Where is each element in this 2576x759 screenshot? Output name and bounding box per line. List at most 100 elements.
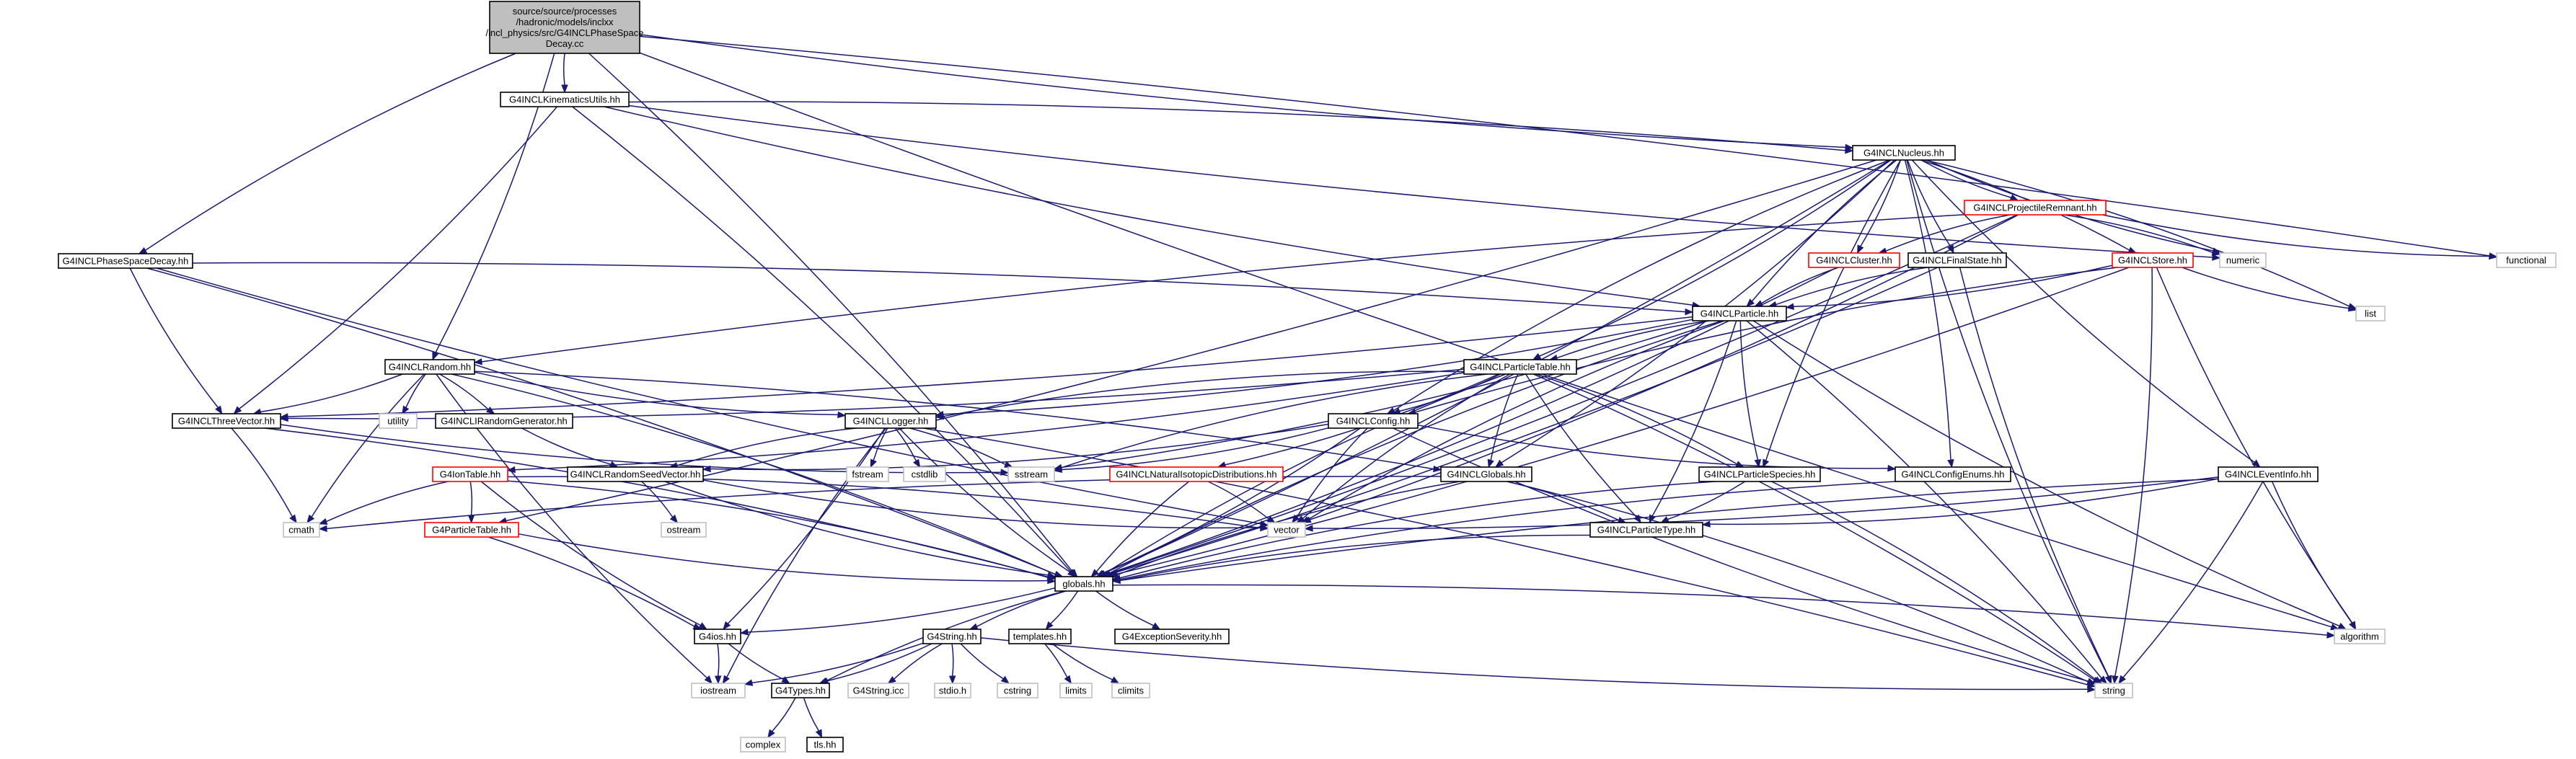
edge-line bbox=[664, 481, 1049, 576]
edge-finalstate-to-string bbox=[1959, 267, 2112, 685]
node-box bbox=[1111, 683, 1150, 698]
node-projrem[interactable]: G4INCLProjectileRemnant.hh bbox=[1964, 200, 2107, 216]
edge-line bbox=[1860, 159, 1902, 247]
node-box bbox=[846, 466, 889, 482]
edge-line bbox=[1793, 265, 2113, 308]
node-kin[interactable]: G4INCLKinematicsUtils.hh bbox=[500, 92, 630, 107]
edge-line bbox=[628, 101, 1846, 151]
node-g4ios[interactable]: G4ios.hh bbox=[694, 629, 741, 644]
node-label: G4String.icc bbox=[853, 685, 904, 696]
arrowhead bbox=[233, 406, 242, 414]
node-iontable[interactable]: G4IonTable.hh bbox=[432, 466, 508, 482]
node-ptype[interactable]: G4INCLParticleType.hh bbox=[1589, 522, 1703, 538]
node-globals-incl[interactable]: G4INCLGlobals.hh bbox=[1440, 466, 1532, 482]
node-label: templates.hh bbox=[1013, 631, 1067, 642]
edge-g4string-to-iostream bbox=[744, 642, 924, 686]
node-label: G4String.hh bbox=[927, 631, 976, 642]
node-label: stdio.h bbox=[939, 685, 966, 696]
node-tls[interactable]: tls.hh bbox=[806, 737, 844, 753]
edge-config-to-sstream bbox=[1053, 427, 1329, 474]
edge-logger-to-sstream bbox=[909, 427, 1013, 468]
edge-eventinfo-to-string bbox=[2118, 481, 2264, 685]
edge-root-to-functional bbox=[639, 35, 2498, 259]
node-ptable[interactable]: G4INCLParticleTable.hh bbox=[1463, 359, 1577, 375]
node-logger[interactable]: G4INCLLogger.hh bbox=[844, 413, 937, 429]
edge-line bbox=[1651, 320, 1737, 517]
edge-line bbox=[976, 590, 1067, 627]
edge-line bbox=[1907, 159, 1951, 247]
node-natiso[interactable]: G4INCLNaturalIsotopicDistributions.hh bbox=[1109, 466, 1284, 482]
node-label: Decay.cc bbox=[546, 38, 584, 49]
edge-line bbox=[1050, 590, 1079, 624]
node-config[interactable]: G4INCLConfig.hh bbox=[1328, 413, 1419, 429]
node-label: G4INCLProjectileRemnant.hh bbox=[1973, 203, 2096, 213]
node-irg[interactable]: G4INCLIRandomGenerator.hh bbox=[435, 413, 573, 429]
node-box bbox=[771, 683, 830, 698]
edge-particle-to-ptype bbox=[1649, 320, 1737, 524]
node-psd[interactable]: G4INCLPhaseSpaceDecay.hh bbox=[58, 253, 193, 269]
arrowhead bbox=[714, 675, 722, 685]
edge-g4string-to-g4stringicc bbox=[887, 643, 943, 684]
edge-line bbox=[2122, 481, 2264, 678]
node-cfgenums[interactable]: G4INCLConfigEnums.hh bbox=[1894, 466, 2011, 482]
edge-line bbox=[1061, 427, 1329, 471]
node-fstream: fstream bbox=[846, 466, 889, 482]
node-cluster[interactable]: G4INCLCluster.hh bbox=[1808, 252, 1900, 268]
arrowhead bbox=[837, 411, 847, 419]
edge-line bbox=[1044, 643, 1068, 678]
node-finalstate[interactable]: G4INCLFinalState.hh bbox=[1907, 252, 2007, 268]
arrowhead bbox=[279, 414, 288, 422]
node-label: functional bbox=[2506, 255, 2546, 266]
node-rsv[interactable]: G4INCLRandomSeedVector.hh bbox=[567, 466, 704, 482]
edge-line bbox=[1061, 373, 1488, 469]
edge-globals-to-g4ios bbox=[739, 587, 1056, 636]
arrowhead bbox=[2112, 675, 2119, 685]
node-pspecies[interactable]: G4INCLParticleSpecies.hh bbox=[1698, 466, 1821, 482]
node-g4string[interactable]: G4String.hh bbox=[922, 629, 982, 644]
node-box bbox=[567, 466, 704, 482]
edge-g4string-to-stdio bbox=[948, 643, 956, 685]
node-templates[interactable]: templates.hh bbox=[1008, 629, 1072, 644]
edge-line bbox=[1536, 373, 1737, 465]
arrowhead bbox=[935, 412, 944, 420]
edge-line bbox=[145, 53, 516, 251]
node-root[interactable]: source/source/processes/hadronic/models/… bbox=[486, 1, 644, 54]
edge-projrem-to-random bbox=[473, 213, 1965, 365]
node-g4types[interactable]: G4Types.hh bbox=[771, 683, 830, 698]
node-g4ptable[interactable]: G4ParticleTable.hh bbox=[424, 522, 519, 538]
node-store[interactable]: G4INCLStore.hh bbox=[2112, 252, 2194, 268]
node-stdio: stdio.h bbox=[934, 683, 971, 698]
node-g4exc[interactable]: G4ExceptionSeverity.hh bbox=[1114, 629, 1230, 644]
node-nucleus[interactable]: G4INCLNucleus.hh bbox=[1852, 145, 1956, 161]
edge-line bbox=[2271, 481, 2353, 623]
arrowhead bbox=[318, 525, 327, 533]
node-globals[interactable]: globals.hh bbox=[1054, 576, 1113, 592]
node-box bbox=[58, 253, 193, 269]
edge-line bbox=[231, 427, 294, 518]
arrowhead bbox=[2337, 622, 2347, 630]
node-label: globals.hh bbox=[1062, 579, 1105, 590]
edge-line bbox=[469, 481, 473, 516]
edge-config-to-rsv bbox=[702, 423, 1329, 473]
edge-line bbox=[1119, 481, 1896, 580]
arrowhead bbox=[1746, 298, 1755, 307]
node-box bbox=[2218, 466, 2319, 482]
node-box bbox=[379, 413, 418, 429]
edge-g4string-to-cstring bbox=[960, 643, 1010, 684]
arrowhead bbox=[887, 676, 896, 684]
node-particle[interactable]: G4INCLParticle.hh bbox=[1692, 306, 1787, 321]
edge-line bbox=[2102, 214, 2490, 257]
node-box bbox=[1698, 466, 1821, 482]
node-label: ostream bbox=[667, 525, 701, 536]
node-random[interactable]: G4INCLRandom.hh bbox=[384, 359, 475, 375]
arrowhead bbox=[1004, 461, 1013, 468]
node-threevec[interactable]: G4INCLThreeVector.hh bbox=[172, 413, 281, 429]
edge-line bbox=[639, 33, 1846, 148]
edge-rsv-to-vector bbox=[702, 479, 1269, 531]
edge-line bbox=[2156, 267, 2353, 623]
node-eventinfo[interactable]: G4INCLEventInfo.hh bbox=[2218, 466, 2319, 482]
edge-templates-to-limits bbox=[1044, 643, 1072, 685]
edge-line bbox=[1415, 267, 2118, 413]
arrowhead bbox=[1857, 244, 1864, 254]
node-box bbox=[1852, 145, 1956, 161]
